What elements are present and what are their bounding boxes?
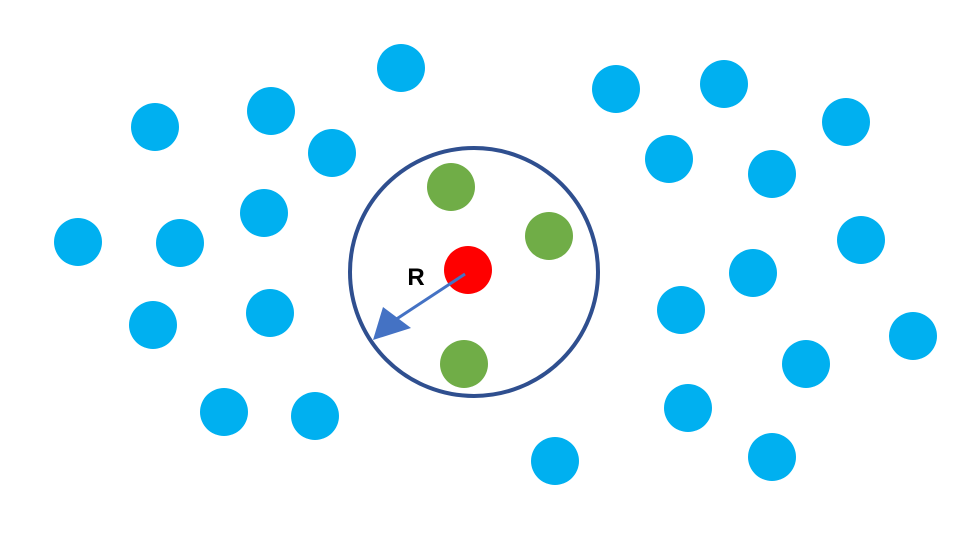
outer-point — [837, 216, 885, 264]
outer-point — [782, 340, 830, 388]
outer-points-group — [54, 44, 937, 485]
outer-point — [246, 289, 294, 337]
outer-point — [664, 384, 712, 432]
radius-arrow-head — [373, 307, 411, 340]
outer-point — [240, 189, 288, 237]
outer-point — [54, 218, 102, 266]
neighbor-points-group — [427, 163, 573, 388]
outer-point — [889, 312, 937, 360]
query-point — [444, 246, 492, 294]
outer-point — [748, 150, 796, 198]
outer-point — [129, 301, 177, 349]
outer-point — [308, 129, 356, 177]
outer-point — [531, 437, 579, 485]
outer-point — [291, 392, 339, 440]
outer-point — [131, 103, 179, 151]
outer-point — [748, 433, 796, 481]
radius-label: R — [407, 264, 424, 291]
radius-arrow-shaft — [391, 272, 466, 324]
radius-circle — [348, 146, 600, 398]
neighbor-point — [427, 163, 475, 211]
outer-point — [657, 286, 705, 334]
outer-point — [822, 98, 870, 146]
radius-arrow — [373, 272, 466, 340]
outer-point — [645, 135, 693, 183]
outer-point — [200, 388, 248, 436]
outer-point — [377, 44, 425, 92]
outer-point — [700, 60, 748, 108]
neighbor-point — [525, 212, 573, 260]
outer-point — [156, 219, 204, 267]
outer-point — [247, 87, 295, 135]
outer-point — [729, 249, 777, 297]
outer-point — [592, 65, 640, 113]
neighbor-point — [440, 340, 488, 388]
